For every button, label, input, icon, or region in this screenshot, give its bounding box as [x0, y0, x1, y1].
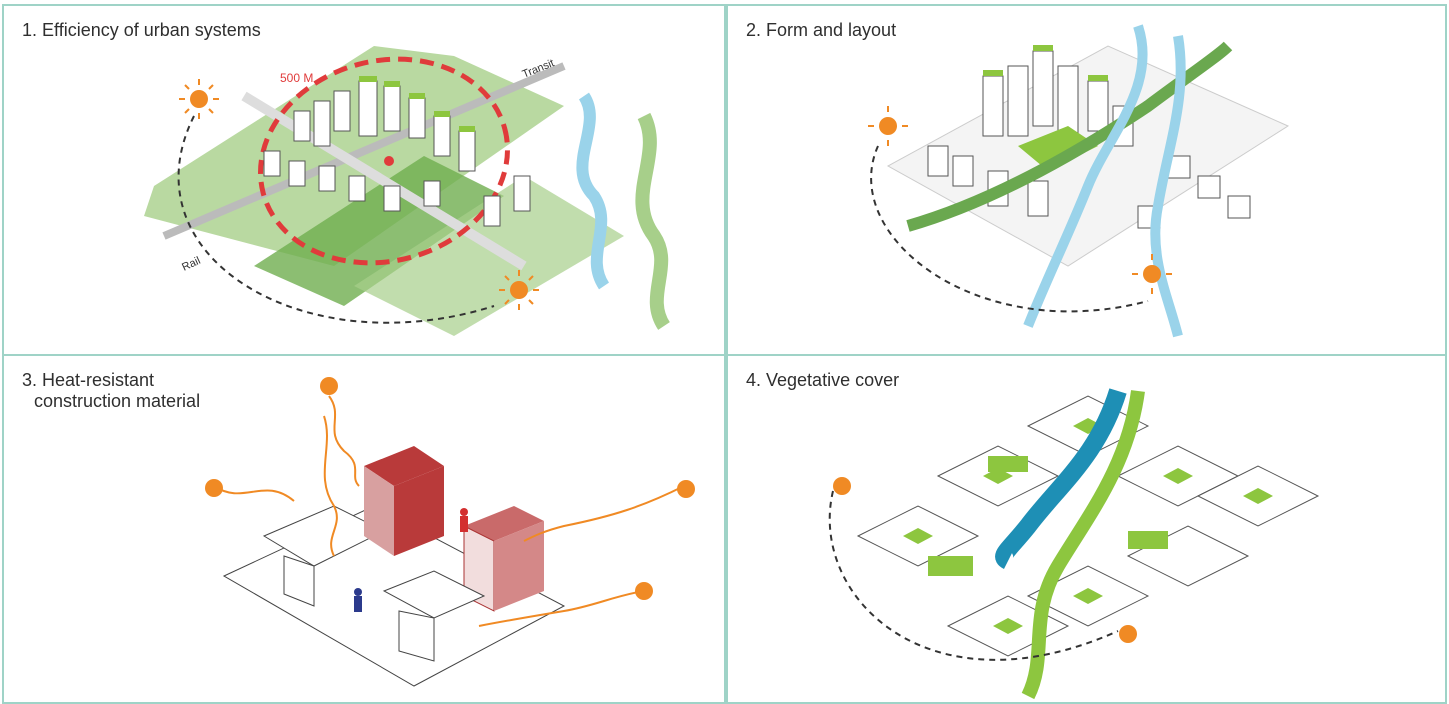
- panel-vegetative-cover: 4. Vegetative cover: [726, 354, 1447, 704]
- panel-title: 3. Heat-resistant construction material: [22, 370, 200, 412]
- radius-label: 500 M: [280, 71, 313, 85]
- sun-icon: [179, 79, 219, 119]
- panel-title-line2: construction material: [34, 391, 201, 411]
- sun-icon: [868, 106, 908, 146]
- panel-title: 1. Efficiency of urban systems: [22, 20, 261, 40]
- panel-title: 2. Form and layout: [746, 20, 897, 40]
- rail-label: Rail: [180, 255, 202, 274]
- sun-icon: [320, 377, 338, 395]
- panel-urban-systems: 500 M Transit Rail 1. Efficiency of urba…: [2, 4, 726, 356]
- form-layout-illustration: [868, 24, 1290, 338]
- panel-title-line1: 3. Heat-resistant: [22, 370, 155, 390]
- heat-resistant-illustration: [205, 377, 695, 687]
- sun-icon: [635, 582, 653, 600]
- sun-icon: [205, 479, 223, 497]
- sun-icon: [499, 270, 539, 310]
- vegetative-cover-illustration: [828, 388, 1320, 700]
- panel-heat-resistant: 3. Heat-resistant construction material: [2, 354, 726, 704]
- sun-icon: [1119, 625, 1137, 643]
- sun-icon: [677, 480, 695, 498]
- sun-icon: [1132, 254, 1172, 294]
- urban-systems-illustration: 500 M Transit Rail: [144, 46, 671, 336]
- sun-icon: [833, 477, 851, 495]
- panel-form-layout: 2. Form and layout: [726, 4, 1447, 356]
- panel-title: 4. Vegetative cover: [746, 370, 900, 390]
